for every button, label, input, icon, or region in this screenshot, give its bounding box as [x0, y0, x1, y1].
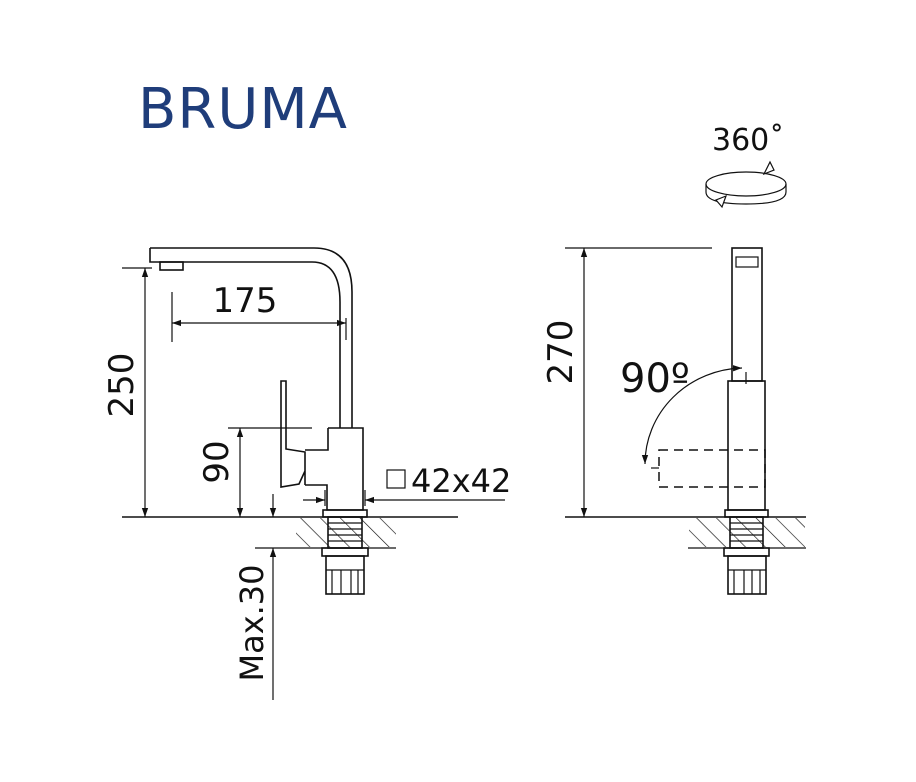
lever-handle [280, 380, 306, 488]
mount-sleeve [325, 555, 365, 595]
counter-hatch-side [689, 518, 805, 547]
spout [149, 247, 353, 428]
lever-rotation-arc [641, 365, 743, 465]
faucet-body-side [727, 380, 766, 511]
front-view: 250 175 90 42x42 Max.30 [102, 247, 511, 700]
dim-label-175: 175 [213, 281, 278, 321]
rotation-360-icon [705, 160, 787, 209]
mount-sleeve-side [727, 555, 767, 595]
dim-label-90: 90 [197, 440, 237, 483]
spout-column [731, 247, 763, 382]
faucet-body [305, 427, 364, 511]
dim-label-42x42: 42x42 [411, 462, 511, 500]
dim-label-250: 250 [102, 353, 142, 418]
rotation-label-90: 90º [620, 356, 690, 402]
aerator [159, 261, 184, 271]
rotation-label-360: 360˚ [712, 123, 784, 158]
brand-logo: BRUMA [138, 77, 348, 142]
counter-hatch [296, 518, 396, 547]
lever-open-position [658, 449, 766, 488]
square-section-icon [386, 469, 406, 489]
dim-label-270: 270 [541, 320, 581, 385]
base-ring [322, 509, 368, 518]
side-view: 360˚ 90º 270 [541, 123, 806, 595]
lock-nut [321, 547, 369, 557]
dim-label-max30: Max.30 [233, 564, 271, 681]
